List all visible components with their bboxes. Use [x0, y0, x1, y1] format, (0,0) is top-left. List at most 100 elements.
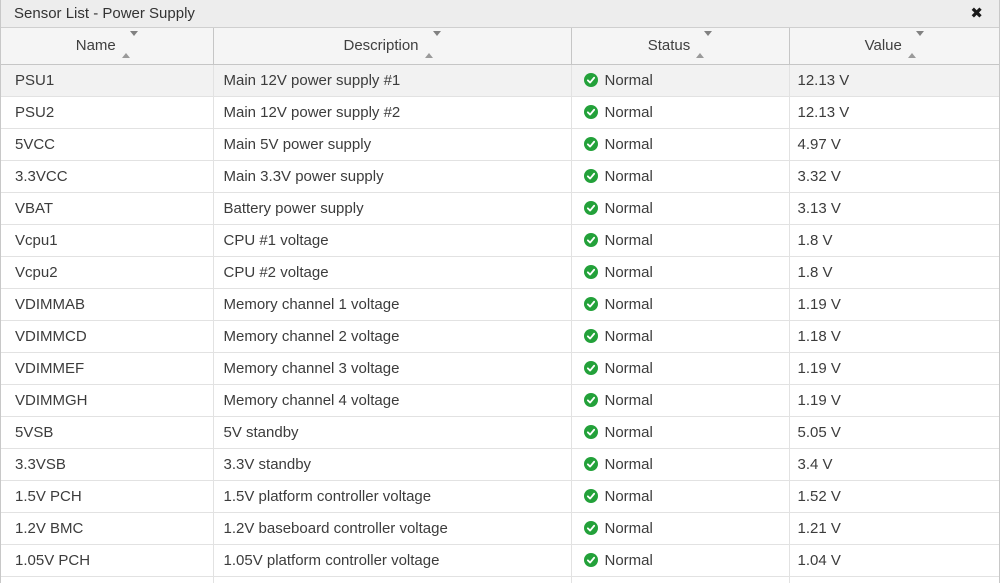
table-row[interactable]: VDIMMEF Memory channel 3 voltage Normal …	[1, 352, 999, 385]
status-ok-check-icon	[583, 361, 598, 375]
status-label: Normal	[604, 295, 653, 313]
column-header-description[interactable]: Description	[213, 28, 572, 65]
status-ok-check-icon	[583, 137, 598, 151]
cell-status: Normal	[571, 288, 790, 321]
column-header-name-label: Name	[75, 37, 116, 55]
panel-titlebar: Sensor List - Power Supply ✖	[1, 0, 999, 28]
cell-value: 1.04 V	[789, 544, 999, 577]
table-row[interactable]: PSU1 Main 12V power supply #1 Normal 12.…	[1, 64, 999, 97]
table-row[interactable]: VBAT Battery power supply Normal 3.13 V	[1, 192, 999, 225]
status-label: Normal	[604, 487, 653, 505]
cell-status: Normal	[571, 544, 790, 577]
table-row-partial[interactable]	[1, 576, 999, 583]
cell-status: Normal	[571, 192, 790, 225]
cell-description: Memory channel 2 voltage	[213, 320, 572, 353]
cell-status: Normal	[571, 320, 790, 353]
status-ok-check-icon	[583, 297, 598, 311]
cell-description: Main 12V power supply #2	[213, 96, 572, 129]
cell-value: 1.19 V	[789, 384, 999, 417]
cell-sensor-name: 5VCC	[1, 128, 214, 161]
column-header-value[interactable]: Value	[789, 28, 999, 65]
cell-sensor-name: VDIMMAB	[1, 288, 214, 321]
table-row[interactable]: VDIMMGH Memory channel 4 voltage Normal …	[1, 384, 999, 417]
cell-value: 3.4 V	[789, 448, 999, 481]
status-label: Normal	[604, 167, 653, 185]
status-ok-check-icon	[583, 169, 598, 183]
cell-status: Normal	[571, 256, 790, 289]
cell-value: 12.13 V	[789, 64, 999, 97]
cell-description: Battery power supply	[213, 192, 572, 225]
cell-sensor-name: VBAT	[1, 192, 214, 225]
table-row[interactable]: 1.05V PCH 1.05V platform controller volt…	[1, 544, 999, 577]
cell-value: 1.18 V	[789, 320, 999, 353]
cell-status: Normal	[571, 64, 790, 97]
table-row[interactable]: VDIMMCD Memory channel 2 voltage Normal …	[1, 320, 999, 353]
cell-description: 3.3V standby	[213, 448, 572, 481]
cell-sensor-name: 3.3VSB	[1, 448, 214, 481]
cell-sensor-name: 1.2V BMC	[1, 512, 214, 545]
cell-sensor-name: VDIMMCD	[1, 320, 214, 353]
cell-sensor-name: PSU2	[1, 96, 214, 129]
status-label: Normal	[604, 359, 653, 377]
sort-icon	[907, 31, 924, 59]
sort-icon	[121, 31, 138, 59]
cell-sensor-name: 1.5V PCH	[1, 480, 214, 513]
cell-status: Normal	[571, 480, 790, 513]
cell-value: 1.8 V	[789, 256, 999, 289]
table-row[interactable]: PSU2 Main 12V power supply #2 Normal 12.…	[1, 96, 999, 129]
cell-description: CPU #2 voltage	[213, 256, 572, 289]
cell-status: Normal	[571, 416, 790, 449]
cell-description: Memory channel 3 voltage	[213, 352, 572, 385]
status-ok-check-icon	[583, 521, 598, 535]
table-row[interactable]: 3.3VCC Main 3.3V power supply Normal 3.3…	[1, 160, 999, 193]
status-label: Normal	[604, 263, 653, 281]
table-row[interactable]: Vcpu1 CPU #1 voltage Normal 1.8 V	[1, 224, 999, 257]
cell-status: Normal	[571, 512, 790, 545]
status-label: Normal	[604, 103, 653, 121]
cell-value: 1.21 V	[789, 512, 999, 545]
column-header-value-label: Value	[864, 37, 902, 55]
table-row[interactable]: 5VSB 5V standby Normal 5.05 V	[1, 416, 999, 449]
column-header-name[interactable]: Name	[1, 28, 214, 65]
status-ok-check-icon	[583, 457, 598, 471]
table-row[interactable]: 1.5V PCH 1.5V platform controller voltag…	[1, 480, 999, 513]
close-icon[interactable]: ✖	[966, 4, 987, 23]
column-header-status-label: Status	[647, 37, 691, 55]
cell-value: 5.05 V	[789, 416, 999, 449]
cell-description: Memory channel 1 voltage	[213, 288, 572, 321]
table-row[interactable]: 3.3VSB 3.3V standby Normal 3.4 V	[1, 448, 999, 481]
cell-sensor-name: Vcpu1	[1, 224, 214, 257]
table-row[interactable]: Vcpu2 CPU #2 voltage Normal 1.8 V	[1, 256, 999, 289]
cell-value: 1.19 V	[789, 288, 999, 321]
column-header-description-label: Description	[343, 37, 419, 55]
cell-description: 1.5V platform controller voltage	[213, 480, 572, 513]
table-row[interactable]: 5VCC Main 5V power supply Normal 4.97 V	[1, 128, 999, 161]
cell-status: Normal	[571, 128, 790, 161]
cell-description: 1.2V baseboard controller voltage	[213, 512, 572, 545]
cell-status: Normal	[571, 384, 790, 417]
cell-description: Main 3.3V power supply	[213, 160, 572, 193]
status-ok-check-icon	[583, 73, 598, 87]
cell-sensor-name: Vcpu2	[1, 256, 214, 289]
cell-description: 5V standby	[213, 416, 572, 449]
panel-title: Sensor List - Power Supply	[14, 5, 195, 22]
sensor-table: Name Description Status Value PSU1 Main …	[1, 28, 999, 583]
table-row[interactable]: 1.2V BMC 1.2V baseboard controller volta…	[1, 512, 999, 545]
status-ok-check-icon	[583, 201, 598, 215]
table-row[interactable]: VDIMMAB Memory channel 1 voltage Normal …	[1, 288, 999, 321]
status-label: Normal	[604, 519, 653, 537]
cell-description: CPU #1 voltage	[213, 224, 572, 257]
cell-description: Main 12V power supply #1	[213, 64, 572, 97]
table-header: Name Description Status Value	[1, 28, 999, 65]
cell-value: 12.13 V	[789, 96, 999, 129]
cell-value: 3.32 V	[789, 160, 999, 193]
column-header-status[interactable]: Status	[571, 28, 790, 65]
status-label: Normal	[604, 391, 653, 409]
cell-sensor-name: 3.3VCC	[1, 160, 214, 193]
cell-description: Main 5V power supply	[213, 128, 572, 161]
status-label: Normal	[604, 199, 653, 217]
cell-description: 1.05V platform controller voltage	[213, 544, 572, 577]
cell-value: 1.52 V	[789, 480, 999, 513]
cell-description: Memory channel 4 voltage	[213, 384, 572, 417]
